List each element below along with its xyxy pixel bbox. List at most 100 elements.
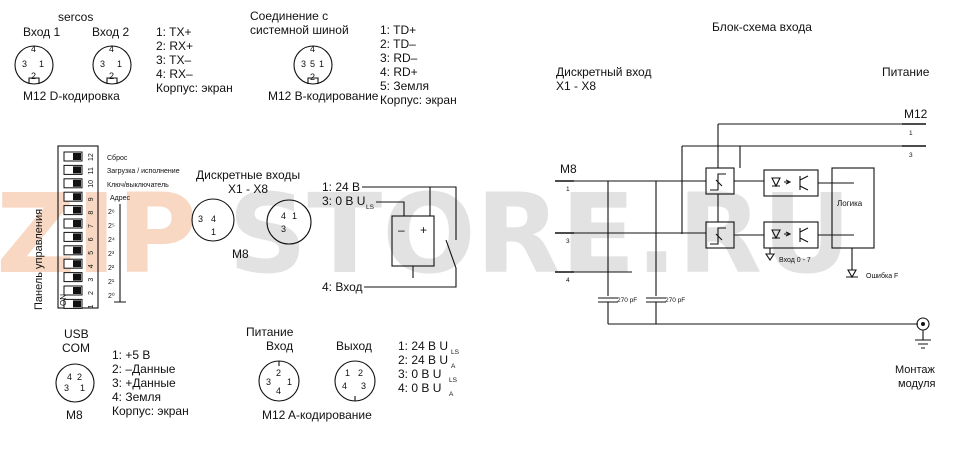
conn-pin: 3 [361,381,366,391]
panel-load-label: Загрузка / исполнение [107,168,180,175]
power-in-connector: 2 3 4 1 [258,360,300,402]
sercos-pin-3: 3: TX– [156,53,191,67]
block-discrete-line1: Дискретный вход [556,65,651,79]
sensor-plus: + [420,223,427,237]
sercos-title: sercos [58,10,93,24]
usb-connector: 4 2 3 1 [55,363,95,403]
bus-title-line2: системной шиной [250,23,349,37]
conn-pin: 4 [31,44,36,54]
conn-pin: 2 [109,71,114,81]
sensor-minus: – [398,223,405,237]
conn-pin: 4 [342,381,347,391]
conn-pin: 2 [276,368,281,378]
conn-pin: 3 [281,224,286,234]
usb-pin-1: 1: +5 В [112,348,150,362]
sercos-port1-label: Вход 1 [23,25,60,39]
panel-power-1: 2¹ [108,279,115,286]
panel-power-2: 2² [108,265,115,272]
conn-pin: 3 [301,59,306,69]
bus-pin-4: 4: RD+ [380,65,418,79]
discrete-connector-left: 3 4 1 [191,198,235,242]
dip-number: 5 [88,251,95,255]
dip-number: 8 [88,211,95,215]
dip-switch[interactable] [63,298,83,309]
dip-switch[interactable] [63,285,83,296]
power-pin-3: 3: 0 В U [398,367,441,381]
block-discrete-line2: X1 - X8 [556,79,596,93]
power-out-label: Выход [336,339,372,353]
sercos-section: sercos Вход 1 Вход 2 4 1 3 2 4 1 3 2 M12… [14,10,233,103]
conn-pin: 1 [287,377,292,387]
discrete-pin-4: 4: Вход [322,280,363,294]
conn-pin: 3 [100,59,105,69]
power-pin-2: 2: 24 В U [398,353,448,367]
conn-pin: 4 [310,44,315,54]
power-title: Питание [246,325,294,339]
dip-number: 11 [88,167,95,174]
dip-switch[interactable] [63,178,83,189]
dip-number: 9 [88,197,95,201]
cap2-label: 270 pF [665,297,685,304]
block-m12-label: M12 [904,107,928,121]
dip-switch[interactable] [63,151,83,162]
dip-number: 6 [88,237,95,241]
conn-pin: 1 [39,59,44,69]
usb-title-line1: USB [64,327,89,341]
conn-pin: 2 [358,368,363,378]
dip-number: 1 [88,304,95,308]
dip-number: 3 [88,278,95,282]
panel-power-3: 2³ [108,251,115,258]
m8-pin: 4 [566,277,570,284]
panel-power-6: 2⁶ [108,209,115,216]
conn-pin: 1 [319,59,324,69]
power-pin-4-sub: A [449,391,454,398]
power-pin-3-sub: LS [449,377,458,384]
panel-reset-label: Сброс [107,154,128,162]
conn-pin: 4 [67,372,72,382]
dip-switch[interactable] [63,191,83,202]
panel-power-4: 2⁴ [108,237,115,244]
dip-number: 4 [88,264,95,268]
conn-pin: 5 [310,59,315,69]
discrete-pin-1: 1: 24 В [322,180,360,194]
power-section: Питание Вход Выход 2 3 4 1 1 2 4 3 M12 A… [246,325,460,422]
discrete-connector-right: 4 1 3 [266,199,312,245]
discrete-pin-3-sub: LS [366,204,375,211]
block-diagram: M8 M12 1 3 1 3 4 270 pF 270 pF [555,107,936,390]
dip-number: 7 [88,224,95,228]
dip-switch[interactable] [63,205,83,216]
dip-switch[interactable] [63,245,83,256]
usb-pin-3: 3: +Данные [112,376,176,390]
power-pin-4: 4: 0 В U [398,381,441,395]
conn-pin: 1 [117,59,122,69]
dip-switch[interactable] [63,164,83,175]
watermark-prefix: ZIP [0,170,197,298]
power-out-connector: 1 2 4 3 [334,360,376,402]
mount-label-line1: Монтаж [895,364,936,376]
panel-key-label: Ключ/выключатель [107,182,169,189]
bus-pin-2: 2: TD– [380,37,416,51]
usb-shield: Корпус: экран [112,404,189,418]
bus-coding: M12 B-кодирование [268,89,379,103]
block-title: Блок-схема входа [712,20,812,34]
usb-coding: M8 [66,408,83,422]
power-in-label: Вход [266,339,293,353]
power-pin-1-sub: LS [451,349,460,356]
sercos-pin-1: 1: TX+ [156,25,191,39]
power-coding: M12 A-кодирование [262,408,372,422]
conn-pin: 4 [211,214,216,224]
discrete-pin-3: 3: 0 В U [322,194,365,208]
dip-switch[interactable] [63,231,83,242]
dip-switch[interactable] [63,272,83,283]
dip-switch[interactable] [63,218,83,229]
sercos-pin-2: 2: RX+ [156,39,193,53]
conn-pin: 1 [292,211,297,221]
dip-switch[interactable] [63,258,83,269]
m8-pin: 3 [566,238,570,245]
conn-pin: 1 [211,227,216,237]
conn-pin: 4 [109,44,114,54]
dip-switch-bank[interactable] [63,151,83,309]
discrete-range: X1 - X8 [228,182,268,196]
conn-pin: 3 [22,59,27,69]
